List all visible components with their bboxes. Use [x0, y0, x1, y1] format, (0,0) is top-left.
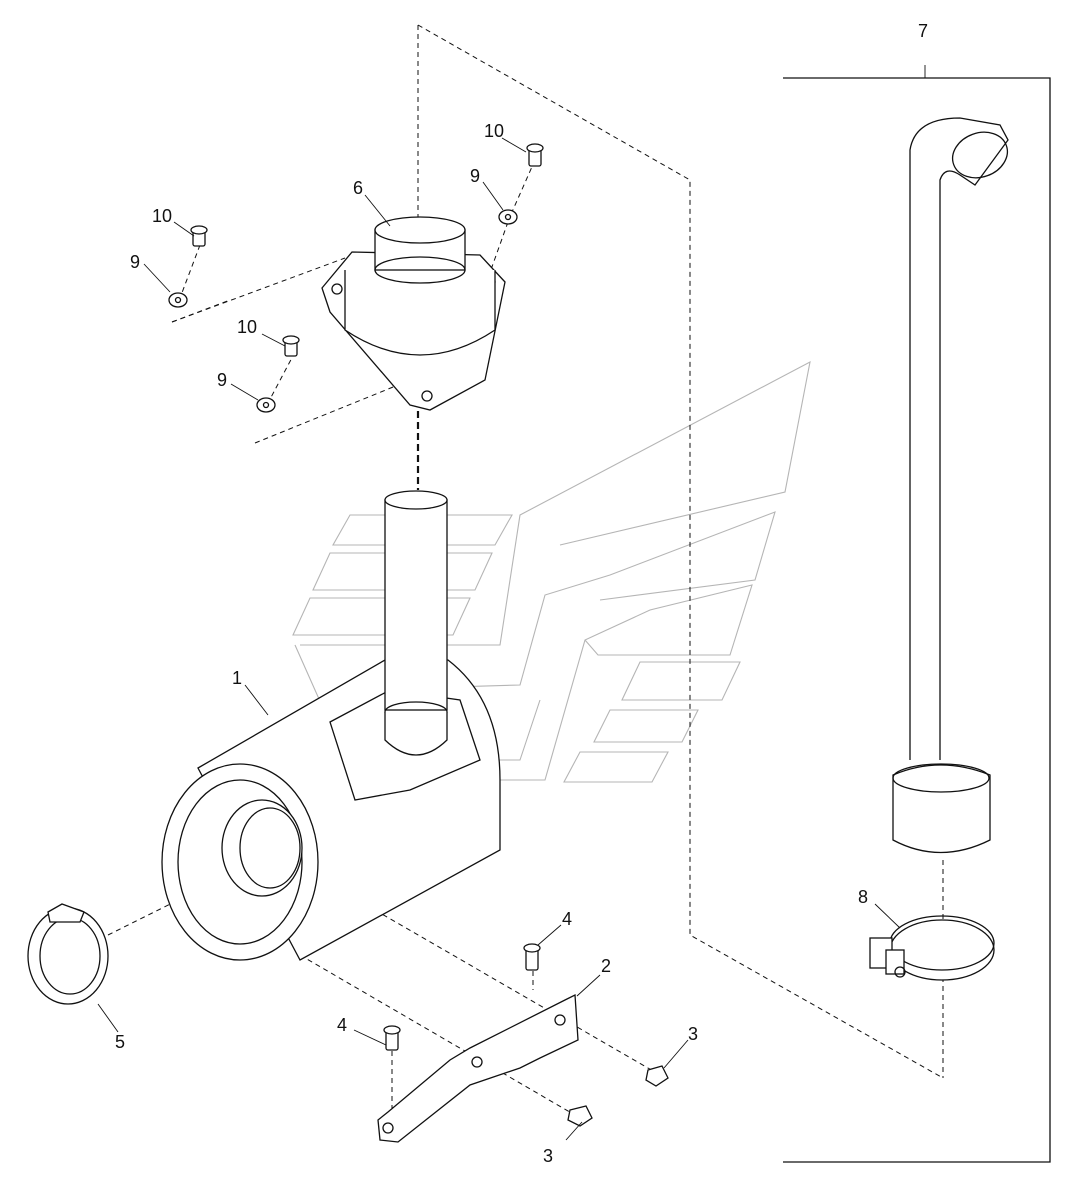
callout-3-lower: 3 [543, 1146, 553, 1166]
air-cleaner-housing [161, 490, 501, 961]
leader-lines [97, 137, 901, 1141]
callout-1: 1 [232, 668, 242, 688]
callout-9-left: 9 [130, 252, 140, 272]
callout-2: 2 [601, 956, 611, 976]
callout-9-top: 9 [470, 166, 480, 186]
callout-4-right: 4 [562, 909, 572, 929]
callout-labels: 1 2 3 3 4 4 5 6 7 8 9 9 9 10 10 10 [115, 21, 928, 1166]
hose-clamp [27, 903, 109, 1005]
assembly-dashed-lines [107, 24, 944, 1120]
callout-10-top: 10 [484, 121, 504, 141]
callout-10-left: 10 [152, 206, 172, 226]
hardware [168, 143, 669, 1127]
stack-pipe [783, 65, 1051, 1163]
callout-10-middle: 10 [237, 317, 257, 337]
strap-clamp [869, 915, 995, 981]
callout-3-upper: 3 [688, 1024, 698, 1044]
callout-9-middle: 9 [217, 370, 227, 390]
mounting-bracket [377, 993, 579, 1143]
callout-4-left: 4 [337, 1015, 347, 1035]
callout-7: 7 [918, 21, 928, 41]
callout-8: 8 [858, 887, 868, 907]
callout-6: 6 [353, 178, 363, 198]
outlet-adapter-flange [321, 216, 506, 411]
callout-5: 5 [115, 1032, 125, 1052]
